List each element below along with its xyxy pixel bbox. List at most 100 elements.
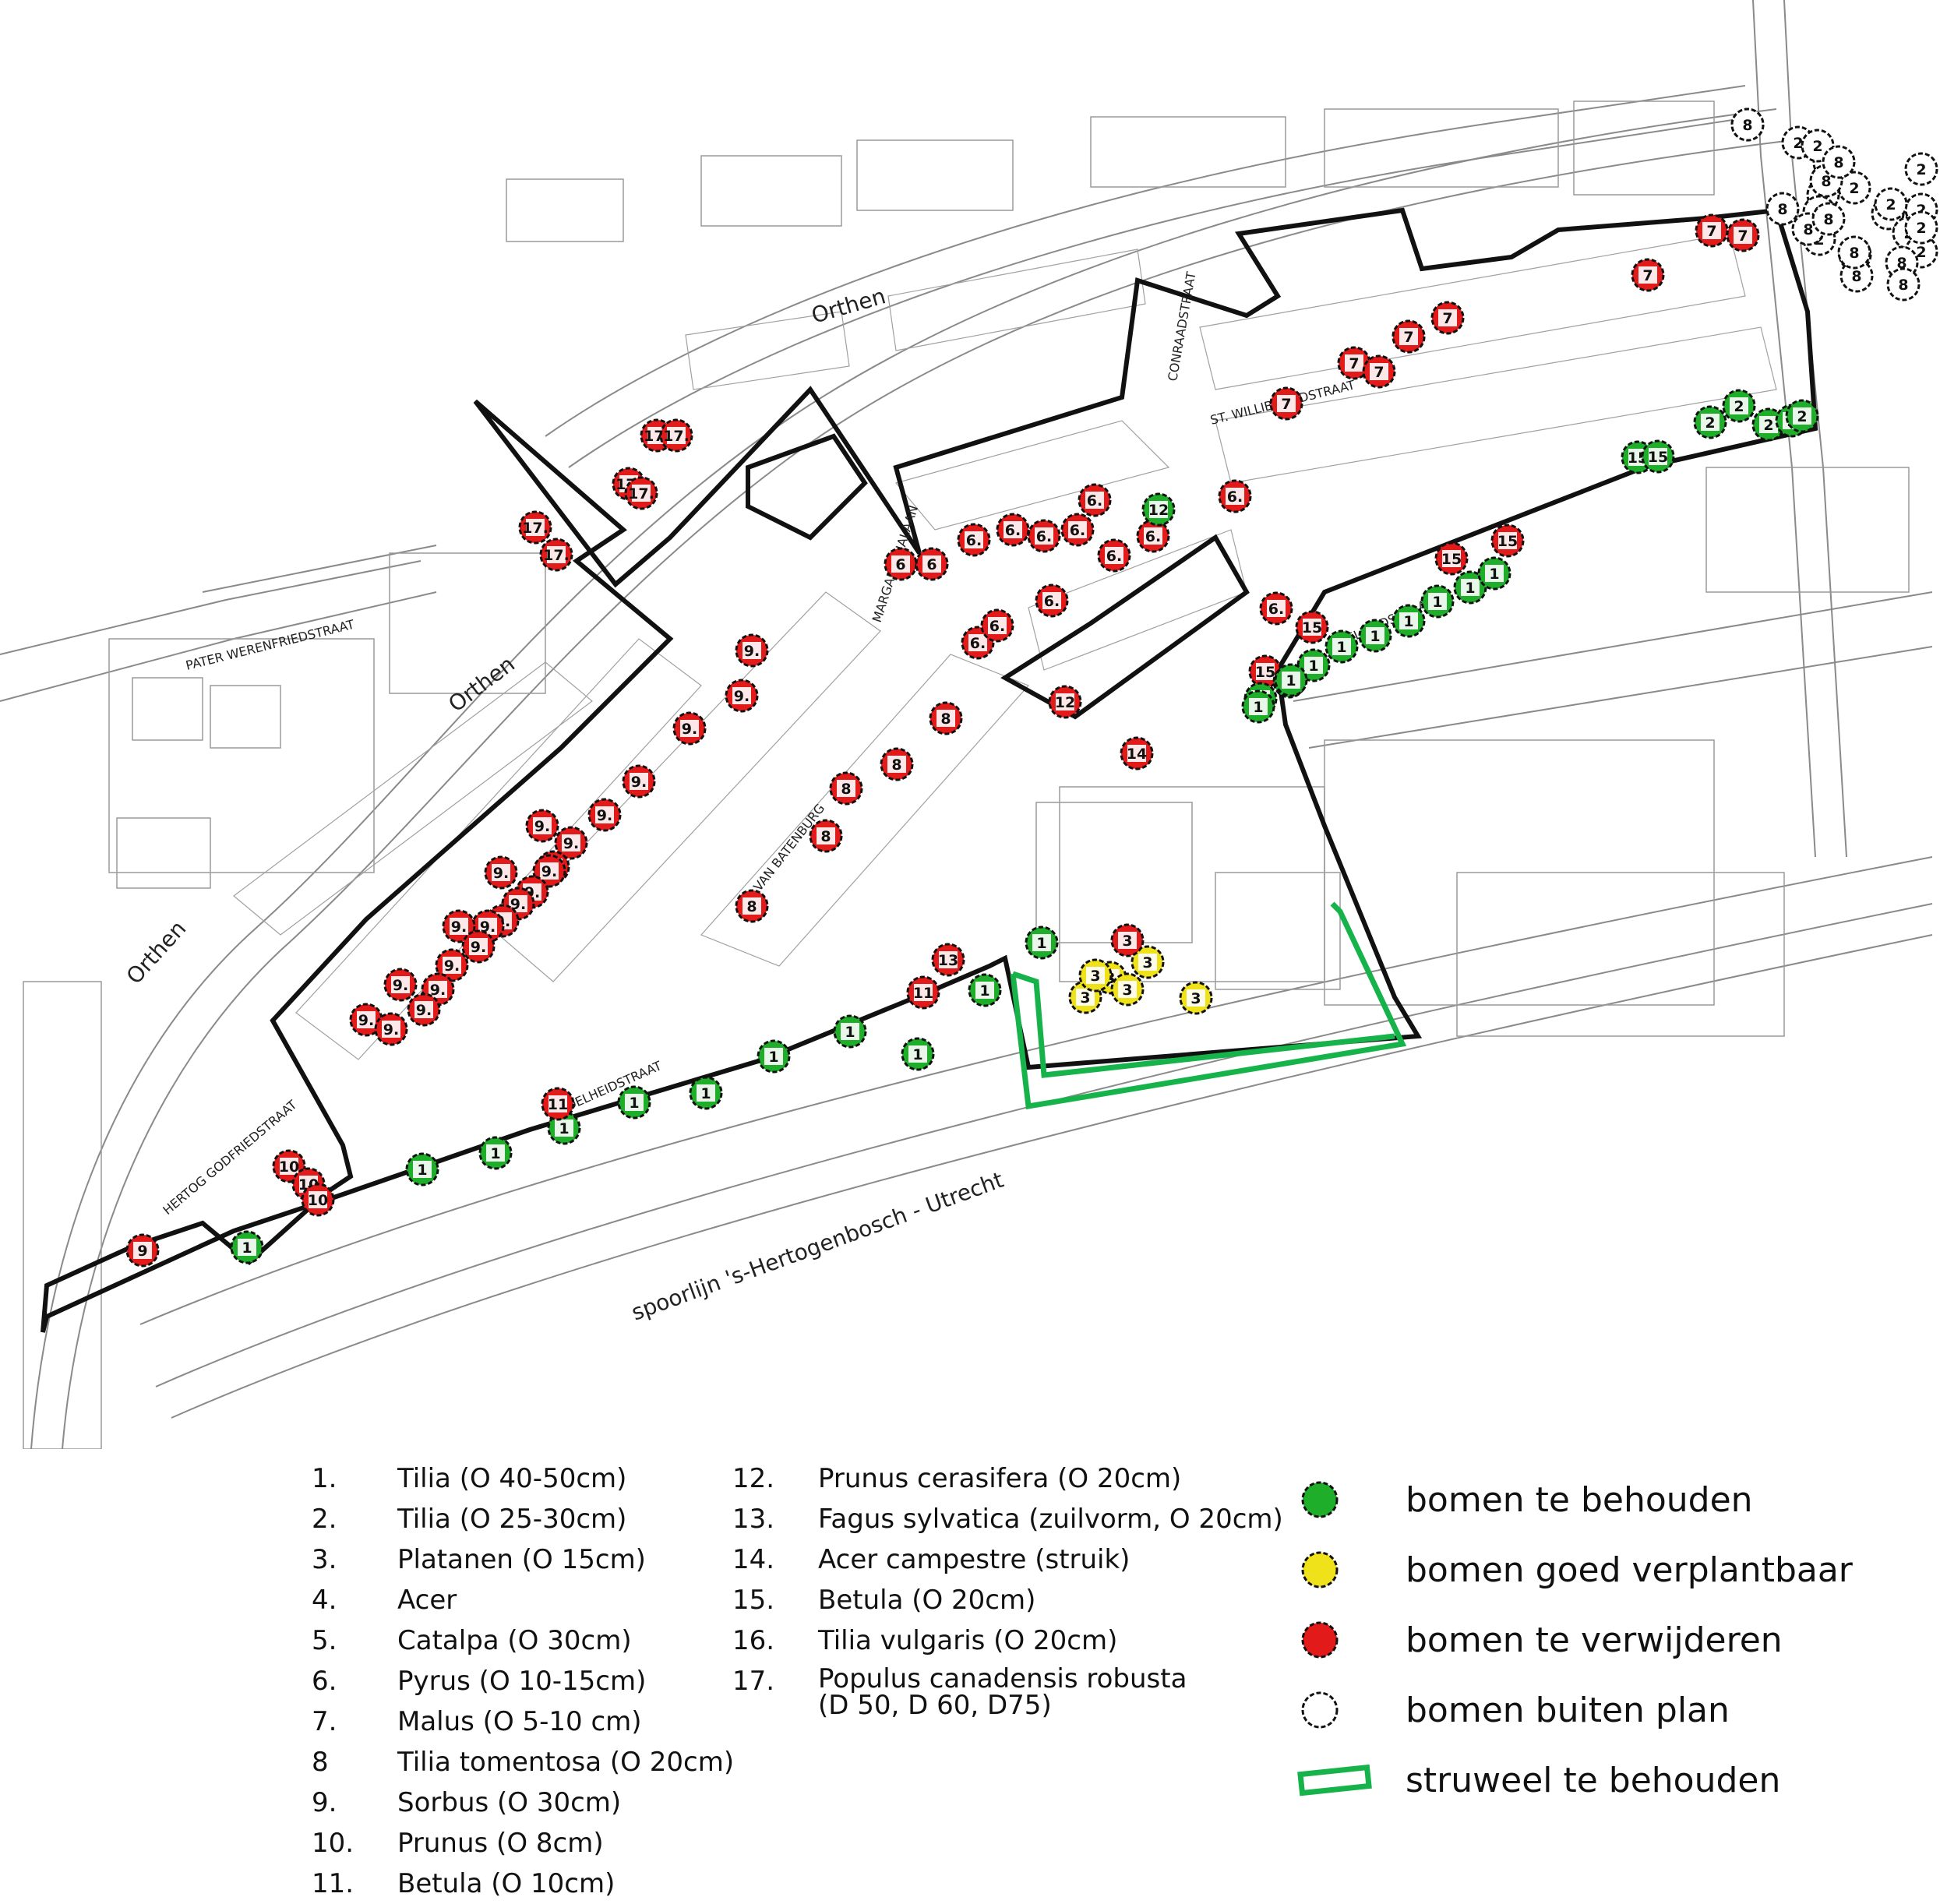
tree-label-box bbox=[988, 617, 1007, 634]
tree-number: 6. bbox=[1106, 548, 1122, 565]
tree-number: 9. bbox=[471, 939, 486, 956]
tree-number: 11 bbox=[548, 1096, 568, 1113]
legend-label: bomen te behouden bbox=[1406, 1479, 1753, 1520]
shrub-area bbox=[1010, 901, 1407, 1110]
species-number: 4. bbox=[312, 1585, 337, 1616]
tree-remove: 8 bbox=[735, 889, 769, 923]
tree-number: 3 bbox=[1090, 968, 1100, 985]
tree-number: 8 bbox=[746, 898, 757, 915]
inner-boundary-a bbox=[746, 433, 868, 541]
legend-symbol bbox=[1286, 1757, 1406, 1804]
tree-label-box bbox=[1004, 521, 1022, 538]
tree-number: 8 bbox=[1898, 277, 1908, 294]
tree-remove: 17. bbox=[518, 510, 552, 545]
species-name: Platanen (O 15cm) bbox=[397, 1544, 646, 1575]
tree-number: 7 bbox=[1642, 267, 1653, 284]
tree-keep: 1 bbox=[833, 1014, 867, 1049]
tree-keep: 1 bbox=[1296, 648, 1331, 682]
tree-label-box bbox=[837, 780, 855, 797]
tree-label-box bbox=[1085, 492, 1104, 509]
tree-label-box bbox=[1345, 354, 1363, 372]
tree-number: 9. bbox=[493, 865, 509, 882]
tree-label-box bbox=[1912, 219, 1931, 236]
tree-label-box bbox=[509, 895, 527, 912]
tree-remove: 7 bbox=[1695, 213, 1729, 248]
tree-number: 15 bbox=[1497, 533, 1518, 550]
tree-label-box bbox=[968, 634, 987, 651]
tree-number: 15 bbox=[1648, 449, 1668, 466]
tree-label-box bbox=[429, 981, 447, 998]
tree-remove: 9. bbox=[383, 968, 418, 1002]
tree-number: 9. bbox=[744, 643, 760, 660]
tree-number: 15 bbox=[1302, 619, 1322, 636]
tree-keep: 1 bbox=[478, 1136, 513, 1170]
tree-number: 8 bbox=[1823, 211, 1833, 228]
tree-number: 1 bbox=[1489, 566, 1499, 583]
tree-label-box bbox=[1734, 227, 1752, 244]
tree-label-box bbox=[486, 1144, 505, 1162]
tree-number: 11 bbox=[913, 985, 933, 1002]
species-number: 13. bbox=[732, 1504, 775, 1535]
legend-label: bomen te verwijderen bbox=[1406, 1620, 1783, 1660]
tree-number: 2 bbox=[1885, 196, 1896, 213]
species-name: Betula (O 20cm) bbox=[818, 1585, 1036, 1616]
tree-number: 1 bbox=[1253, 699, 1263, 716]
tree-remove: 9. bbox=[622, 764, 656, 799]
tree-remove: 6. bbox=[980, 608, 1014, 643]
tree-label-box bbox=[1808, 137, 1827, 154]
tree-label-box bbox=[413, 1161, 432, 1178]
tree-outside: 8 bbox=[1837, 235, 1871, 270]
tree-remove: 9. bbox=[735, 633, 769, 668]
tree-label-box bbox=[450, 918, 468, 935]
tree-remove: 6 bbox=[884, 547, 918, 581]
tree-number: 2 bbox=[1812, 138, 1822, 155]
tree-label-box bbox=[1912, 160, 1931, 178]
tree-number: 17. bbox=[522, 520, 548, 537]
tree-outside: 8 bbox=[1822, 145, 1856, 179]
tree-remove: 6. bbox=[1218, 479, 1252, 513]
tree-label-box bbox=[1267, 600, 1286, 617]
species-row: 9.Sorbus (O 30cm) bbox=[312, 1782, 734, 1823]
species-row: 14.Acer campestre (struik) bbox=[732, 1539, 1283, 1580]
species-row: 3.Platanen (O 15cm) bbox=[312, 1539, 734, 1580]
tree-label-box bbox=[492, 864, 510, 881]
tree-label-box bbox=[1773, 200, 1792, 217]
trees-layer: 17.17.17.17.17.17.9.9.9.9.9.9.9.9.9.9.9.… bbox=[125, 108, 1938, 1268]
tree-keep: 1 bbox=[757, 1039, 791, 1074]
tree-label-box bbox=[742, 897, 761, 915]
street-orthen-left: Orthen bbox=[122, 915, 192, 989]
tree-remove: 9. bbox=[532, 854, 566, 888]
tree-label-box bbox=[1144, 527, 1162, 545]
species-row: 1.Tilia (O 40-50cm) bbox=[312, 1458, 734, 1499]
tree-number: 6. bbox=[1036, 528, 1052, 545]
tree-number: 1 bbox=[629, 1095, 639, 1112]
tree-remove: 6. bbox=[1035, 584, 1069, 618]
species-row: 2.Tilia (O 25-30cm) bbox=[312, 1499, 734, 1539]
tree-number: 1 bbox=[417, 1162, 427, 1179]
legend-symbol bbox=[1286, 1617, 1406, 1663]
tree-label-box bbox=[1032, 934, 1051, 951]
species-row: 7.Malus (O 5-10 cm) bbox=[312, 1701, 734, 1742]
species-row: 15.Betula (O 20cm) bbox=[732, 1580, 1283, 1620]
tree-remove: 9. bbox=[672, 711, 707, 746]
tree-keep: 1 bbox=[1477, 556, 1511, 591]
tree-number: 3 bbox=[1080, 989, 1090, 1007]
tree-label-box bbox=[1086, 967, 1105, 984]
species-name: Tilia (O 40-50cm) bbox=[397, 1463, 627, 1494]
tree-number: 6. bbox=[966, 532, 982, 549]
tree-label-box bbox=[595, 806, 614, 823]
tree-label-box bbox=[1105, 547, 1123, 564]
tree-label-box bbox=[1149, 501, 1168, 518]
tree-label-box bbox=[975, 982, 994, 999]
tree-keep: 15 bbox=[1641, 439, 1675, 474]
legend-label: bomen goed verplantbaar bbox=[1406, 1550, 1853, 1590]
species-name: Sorbus (O 30cm) bbox=[397, 1787, 622, 1818]
legend-label: struweel te behouden bbox=[1406, 1760, 1781, 1800]
tree-number: 8 bbox=[841, 781, 851, 798]
tree-label-box bbox=[1127, 745, 1146, 762]
tree-number: 7 bbox=[1403, 329, 1413, 346]
tree-number: 3 bbox=[1190, 990, 1201, 1007]
tree-number: 1 bbox=[490, 1145, 500, 1162]
tree-number: 7 bbox=[1349, 355, 1359, 372]
tree-remove: 11 bbox=[906, 975, 940, 1010]
